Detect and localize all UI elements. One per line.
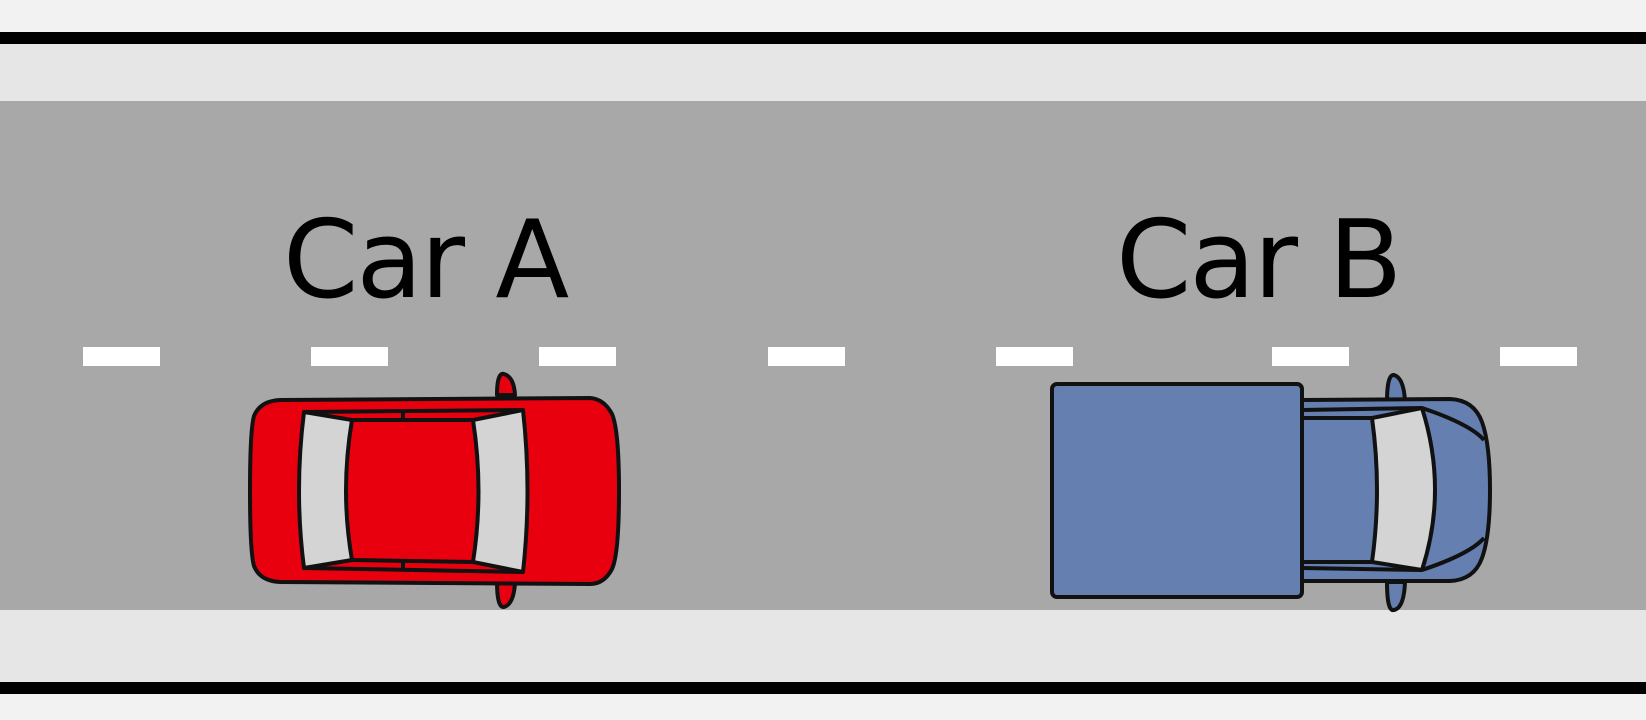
top-sidewalk bbox=[0, 44, 1646, 101]
bottom-sidewalk bbox=[0, 610, 1646, 682]
red-sedan-icon bbox=[248, 371, 621, 609]
lane-dash bbox=[1500, 347, 1577, 366]
blue-truck-icon bbox=[1050, 373, 1492, 613]
car-a-label: Car A bbox=[283, 198, 569, 323]
lane-dash bbox=[996, 347, 1073, 366]
lane-dash bbox=[83, 347, 160, 366]
lane-dash bbox=[1272, 347, 1349, 366]
car-b-label: Car B bbox=[1116, 198, 1402, 323]
top-curb-line bbox=[0, 32, 1646, 44]
bottom-curb-line bbox=[0, 682, 1646, 694]
lane-dash bbox=[311, 347, 388, 366]
top-edge-strip bbox=[0, 0, 1646, 32]
lane-dash bbox=[768, 347, 845, 366]
bottom-edge-strip bbox=[0, 694, 1646, 720]
lane-dash bbox=[539, 347, 616, 366]
